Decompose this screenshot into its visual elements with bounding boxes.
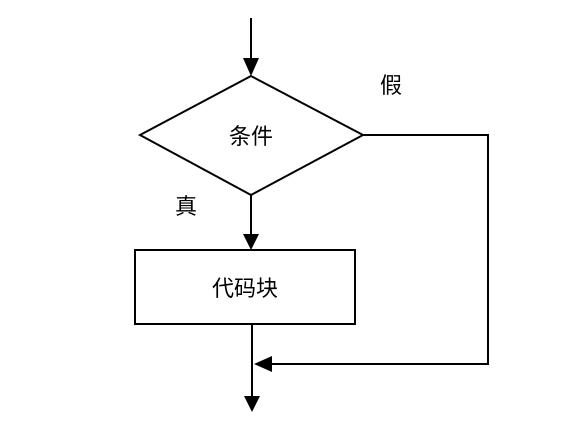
false-branch-label: 假 bbox=[380, 74, 402, 99]
code-block-label: 代码块 bbox=[212, 277, 278, 302]
true-branch-label: 真 bbox=[175, 195, 197, 220]
false-branch-path bbox=[268, 134, 489, 365]
true-branch-arrowhead bbox=[243, 234, 259, 250]
false-branch-arrowhead bbox=[254, 356, 272, 372]
condition-label: 条件 bbox=[229, 125, 273, 150]
exit-arrowhead bbox=[244, 396, 260, 412]
entry-arrowhead bbox=[243, 58, 259, 76]
code-block-box bbox=[134, 249, 356, 325]
